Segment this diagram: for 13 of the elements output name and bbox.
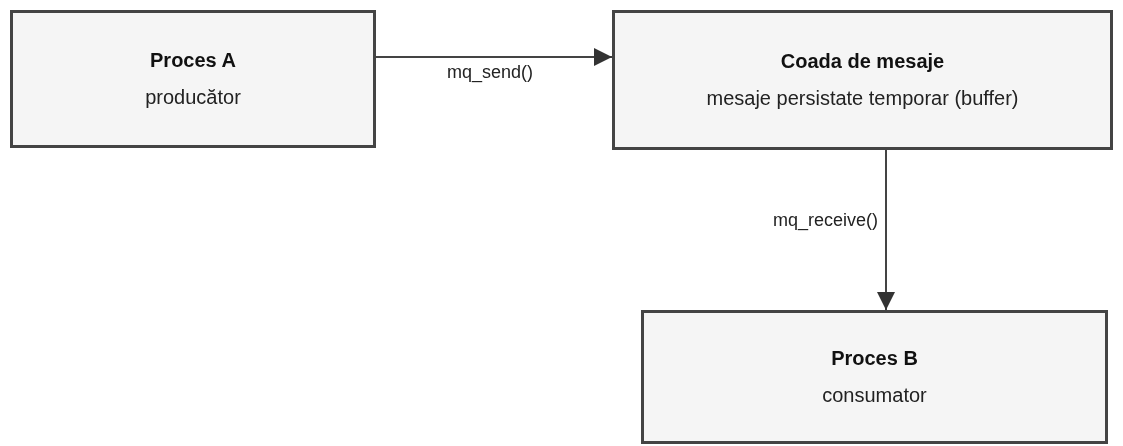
node-title: Proces B [831,347,918,370]
node-subtitle: mesaje persistate temporar (buffer) [706,87,1019,110]
arrow [877,149,895,311]
process-box [10,10,376,148]
arrow [375,48,613,66]
node-title: Proces A [150,49,236,72]
process-box [612,10,1113,150]
node-title: Coada de mesaje [780,50,945,73]
edge-label: mq_send() [447,62,534,83]
node-subtitle: producător [145,86,241,109]
node-subtitle: consumator [822,384,927,407]
process-box [641,310,1108,444]
edge-label: mq_receive() [772,210,878,231]
